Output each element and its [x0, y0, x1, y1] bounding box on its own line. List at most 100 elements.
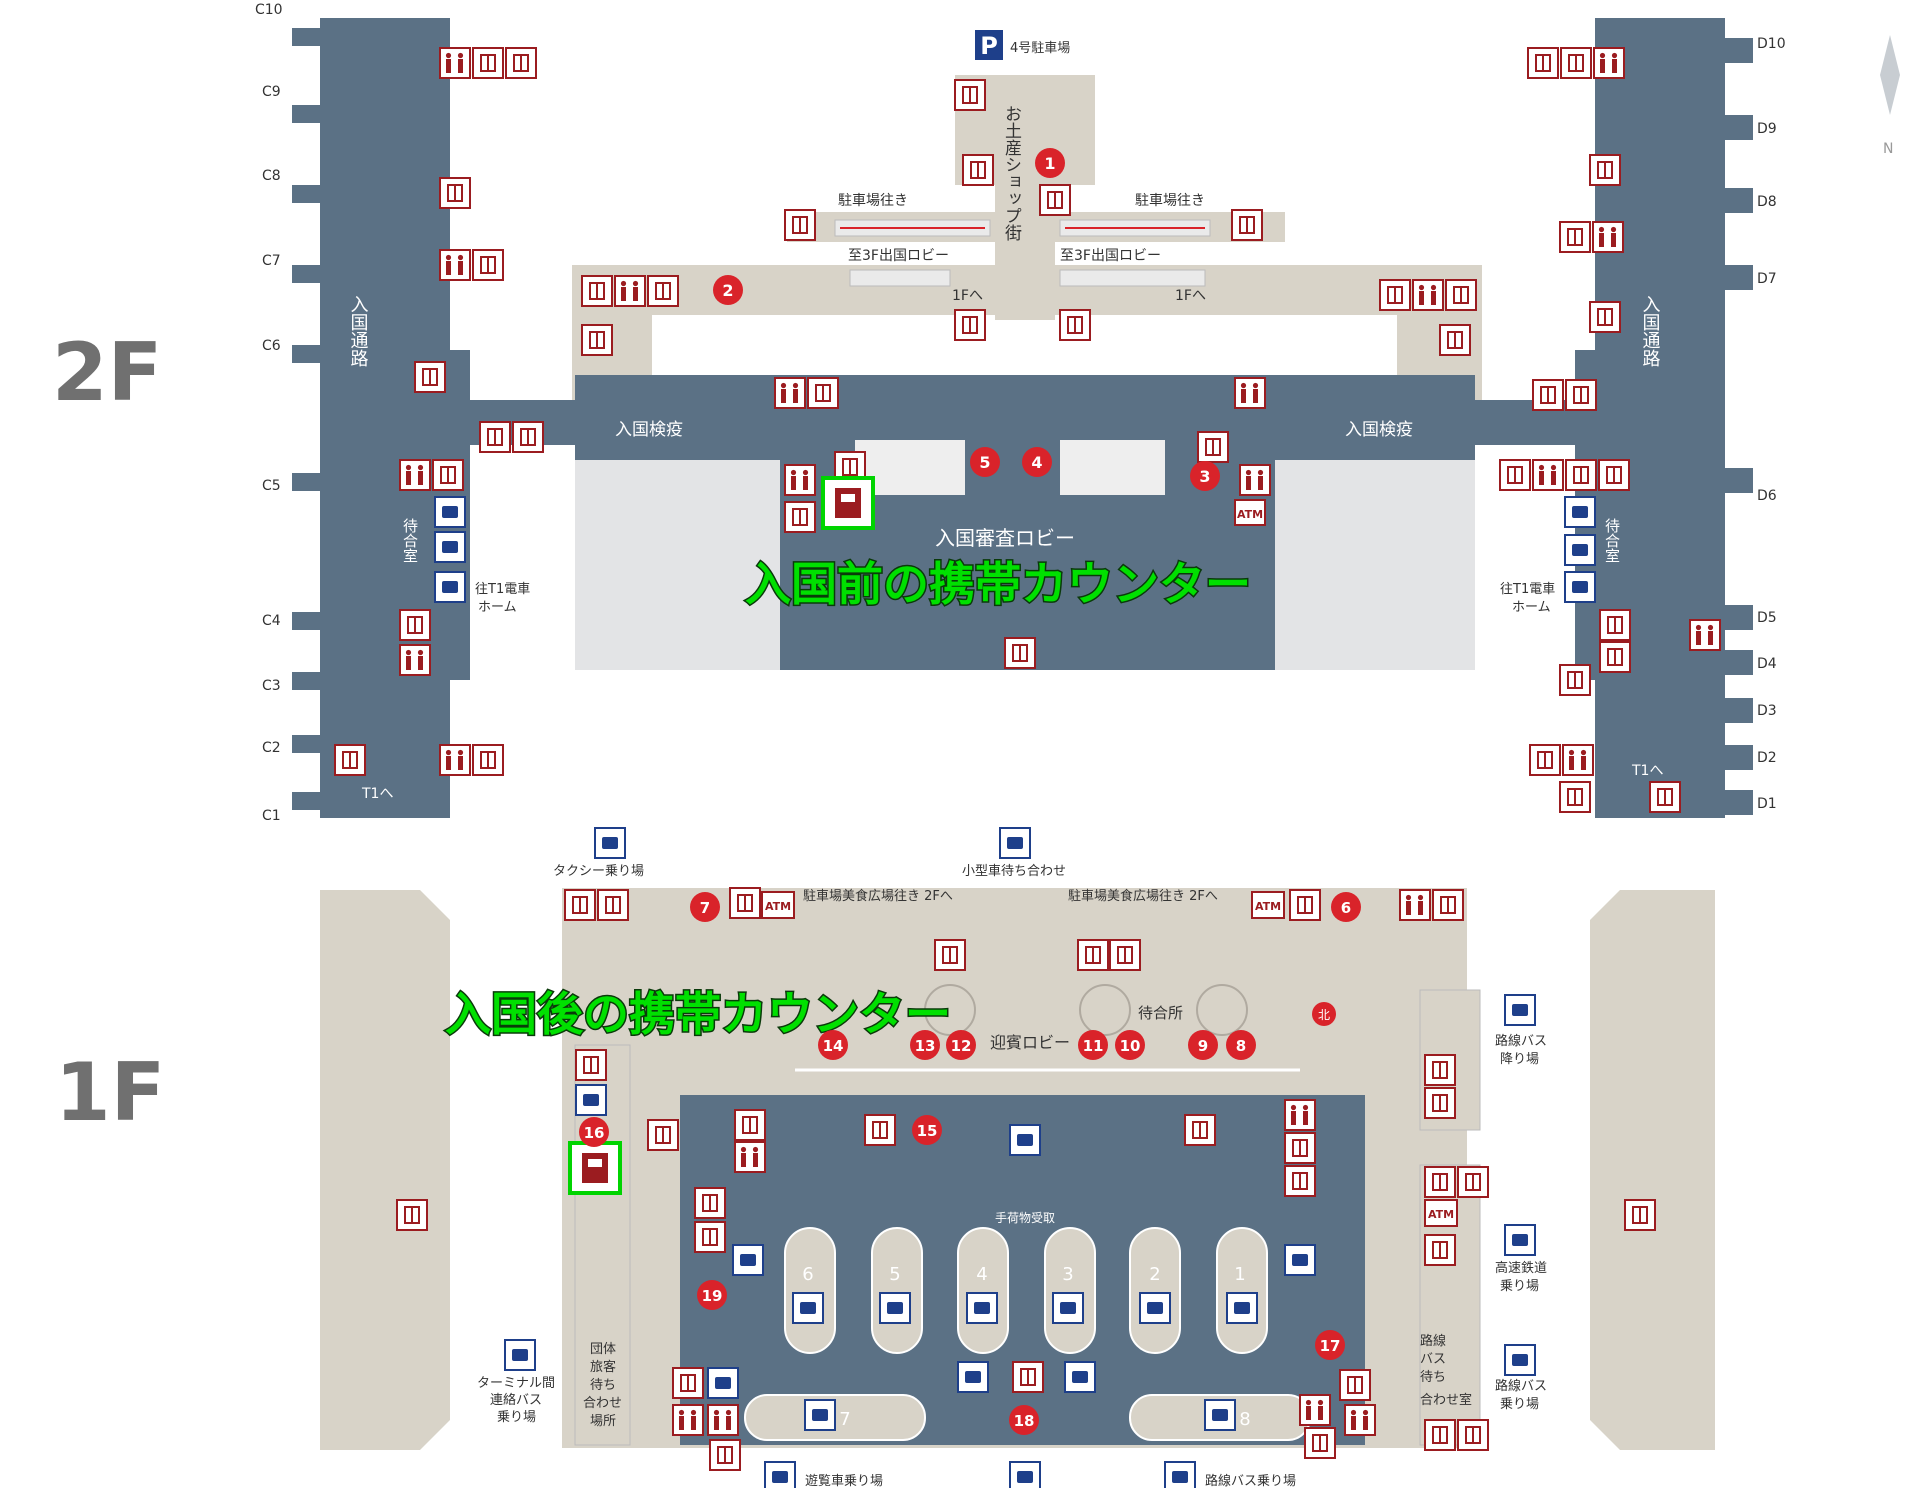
flight-icon [1564, 534, 1596, 566]
shop-icon [1589, 301, 1621, 333]
mobile-counter-before-entry-icon[interactable] [821, 476, 875, 530]
gate-d10[interactable]: D10 [1757, 36, 1786, 52]
aed-icon [439, 177, 471, 209]
to-t1-right: T1へ [1631, 763, 1663, 779]
group-waiting-2: 旅客 [590, 1359, 616, 1375]
nursing-icon [1284, 1132, 1316, 1164]
marker-9: 9 [1198, 1037, 1208, 1055]
gate-c10[interactable]: C10 [255, 2, 283, 18]
gate-c7[interactable]: C7 [262, 253, 281, 269]
gate-c1[interactable]: C1 [262, 808, 281, 824]
info-icon [512, 421, 544, 453]
to-parking-right: 駐車場往き [1135, 192, 1205, 209]
gate-c2[interactable]: C2 [262, 740, 281, 756]
waiting-room-left: 待合室 [401, 518, 419, 563]
escalator-icon [732, 1244, 764, 1276]
restroom-icon [439, 744, 471, 776]
gate-d9[interactable]: D9 [1757, 121, 1777, 137]
marker-8: 8 [1236, 1037, 1246, 1055]
atm-2f: ATM [1234, 499, 1266, 526]
gate-d8[interactable]: D8 [1757, 194, 1777, 210]
group-waiting-3: 待ち [590, 1378, 616, 1393]
elevator-icon [581, 324, 613, 356]
carousel-3: 3 [1062, 1264, 1073, 1285]
group-waiting-5: 場所 [590, 1414, 616, 1429]
restaurant-icon [1457, 1419, 1489, 1451]
elevator-icon [1231, 209, 1263, 241]
carousel-numbers: 6 5 4 3 2 1 7 8 [802, 1264, 1250, 1430]
express-rail-2: 乗り場 [1500, 1279, 1539, 1294]
carousel-8: 8 [1239, 1409, 1250, 1430]
bus-icon [1009, 1461, 1041, 1488]
gate-d6[interactable]: D6 [1757, 488, 1777, 504]
elevator-icon [1004, 637, 1036, 669]
gate-d4[interactable]: D4 [1757, 656, 1777, 672]
parking-name: 4号駐車場 [1010, 41, 1070, 56]
arrival-corridor-right: 入国通路 [1640, 295, 1661, 367]
accessible-icon [472, 47, 504, 79]
baggage-cart-icon [1204, 1399, 1236, 1431]
phone-icon [864, 1114, 896, 1146]
north-badge: 北 [1312, 1002, 1336, 1026]
arrival-corridor-left: 入国通路 [348, 295, 369, 367]
restroom-icon [672, 1404, 704, 1436]
group-waiting-1: 団体 [590, 1342, 616, 1357]
waiting-place-label: 待合所 [1138, 1004, 1183, 1022]
gate-d1[interactable]: D1 [1757, 796, 1777, 812]
aed-icon [784, 501, 816, 533]
aed-icon [1559, 664, 1591, 696]
restroom-icon [1284, 1099, 1316, 1131]
gate-d5[interactable]: D5 [1757, 610, 1777, 626]
accessible-icon [1560, 47, 1592, 79]
marker-7: 7 [700, 899, 710, 917]
marker-12: 12 [951, 1037, 972, 1055]
aed-icon [1284, 1165, 1316, 1197]
bus-icon [1504, 1344, 1536, 1376]
gate-c3[interactable]: C3 [262, 678, 281, 694]
markers-2f: 1 2 3 4 5 [713, 148, 1220, 491]
restroom-icon [399, 459, 431, 491]
accessible-icon [1304, 1427, 1336, 1459]
elevator-icon [1565, 379, 1597, 411]
shop-icon [962, 154, 994, 186]
annotation-after-entry: 入国後の携帯カウンター [445, 987, 951, 1041]
nursing-icon [1527, 47, 1559, 79]
to-1f-right: 1Fへ [1175, 288, 1206, 304]
mobile-counter-after-entry-icon[interactable] [568, 1141, 622, 1195]
t1-train-right-1: 往T1電車 [1500, 582, 1555, 597]
escalator-icon [1284, 1244, 1316, 1276]
t1-train-right-2: ホーム [1512, 600, 1551, 615]
duty-free-icon [479, 421, 511, 453]
gate-d3[interactable]: D3 [1757, 703, 1777, 719]
elevator-icon [1339, 1369, 1371, 1401]
carousel-1: 1 [1234, 1264, 1245, 1285]
to-parking-left: 駐車場往き [838, 192, 908, 209]
marker-3: 3 [1199, 467, 1210, 486]
gate-d2[interactable]: D2 [1757, 750, 1777, 766]
route-bus-drop-2: 降り場 [1500, 1052, 1539, 1067]
aed-icon [1424, 1419, 1456, 1451]
restroom-icon [1689, 619, 1721, 651]
restroom-icon [399, 644, 431, 676]
phone-icon [1289, 889, 1321, 921]
shop-icon [399, 609, 431, 641]
gate-c9[interactable]: C9 [262, 84, 281, 100]
shop-icon [414, 361, 446, 393]
baggage-cart-icon [1052, 1292, 1084, 1324]
marker-2: 2 [722, 281, 733, 300]
gate-d7[interactable]: D7 [1757, 271, 1777, 287]
gate-c5[interactable]: C5 [262, 478, 281, 494]
restroom-icon [647, 1119, 679, 1151]
gate-c8[interactable]: C8 [262, 168, 281, 184]
carousel-4: 4 [976, 1264, 987, 1285]
baggage-cart-icon [804, 1399, 836, 1431]
gate-c6[interactable]: C6 [262, 338, 281, 354]
baggage-cart-icon [1226, 1292, 1258, 1324]
parking-label: P 4号駐車場 [975, 30, 1070, 60]
elevator-icon [672, 1367, 704, 1399]
elevator-icon [1439, 324, 1471, 356]
bus-icon [1504, 994, 1536, 1026]
restroom-icon [439, 249, 471, 281]
gate-c4[interactable]: C4 [262, 613, 281, 629]
